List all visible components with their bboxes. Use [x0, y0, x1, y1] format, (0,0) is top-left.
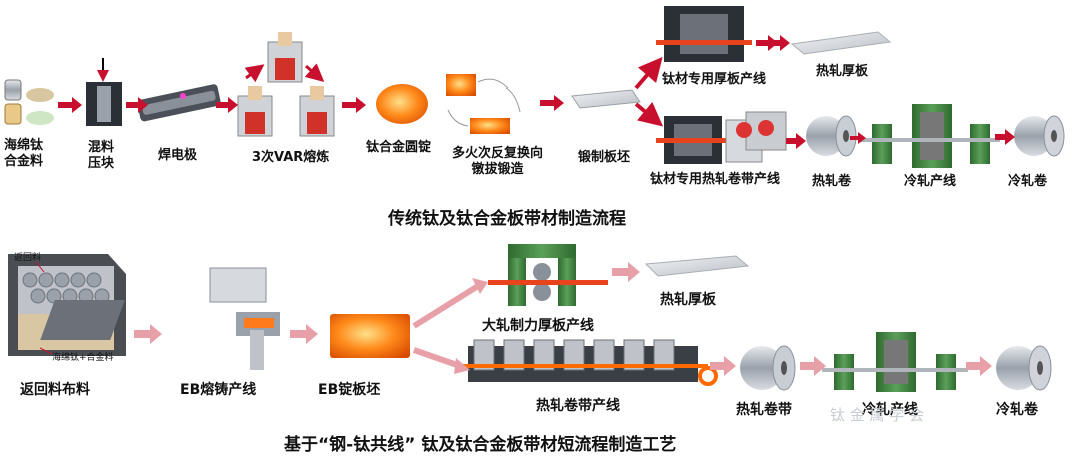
- strip-mill-line-icon: [462, 339, 718, 386]
- branch-arrow-down-bottom: [413, 347, 461, 369]
- weld-electrode-icon: [137, 84, 221, 122]
- label-bottom-plate: 热轧厚板: [660, 292, 716, 308]
- watermark: 钛 金 属 学 会: [830, 406, 925, 424]
- label-hot-strip: 热轧卷带: [736, 402, 792, 418]
- label-ingot: 钛合金圆锭: [366, 140, 432, 155]
- label-scrap-tag: 返回料: [14, 253, 42, 263]
- label-eb-slab: EB锭板坯: [318, 382, 381, 398]
- label-strip-mill-line: 热轧卷带产线: [536, 398, 620, 414]
- label-press: 混料 压块: [88, 140, 115, 171]
- var-furnace-icon: [237, 32, 335, 137]
- forged-slab-icon: [571, 89, 641, 109]
- label-var: 3次VAR熔炼: [252, 150, 330, 165]
- branch-arrow-up-bottom: [412, 283, 480, 329]
- label-plate: 热轧厚板: [816, 64, 869, 79]
- branch-arrow-up: [634, 56, 663, 90]
- hot-plate-icon: [790, 31, 892, 55]
- top-title: 传统钛及钛合金板带材制造流程: [388, 209, 626, 229]
- round-ingot-icon: [376, 84, 428, 124]
- label-slab: 锻制板坯: [578, 150, 631, 165]
- label-cold-coil: 冷轧卷: [1008, 174, 1048, 189]
- label-eb-line: EB熔铸产线: [180, 382, 257, 398]
- sponge-barrels-icon: [4, 79, 54, 125]
- label-hot-coil: 热轧卷: [812, 174, 852, 189]
- plate-mill-icon: [656, 6, 752, 62]
- bottom-flow-arrows: [134, 262, 992, 376]
- label-sponge-tag: 海绵钛+合金料: [52, 353, 114, 363]
- label-cold-line: 冷轧产线: [904, 174, 957, 189]
- label-strip-line: 钛材专用热轧卷带产线: [650, 172, 781, 187]
- label-sponge: 海绵钛 合金料: [4, 138, 44, 169]
- eb-furnace-icon: [40, 267, 280, 370]
- bottom-cold-mill-icon: [822, 332, 968, 392]
- label-plate-line: 钛材专用厚板产线: [662, 72, 767, 87]
- hot-strip-coil-icon: [740, 345, 796, 391]
- label-scrap: 返回料布料: [20, 382, 90, 398]
- bottom-hot-plate-icon: [644, 255, 750, 277]
- label-forge: 多火次反复换向 镦拔锻造: [452, 146, 544, 177]
- bottom-cold-coil-icon: [996, 345, 1052, 391]
- heavy-plate-mill-icon: [488, 244, 608, 306]
- strip-mill-icon: [656, 111, 787, 164]
- label-weld: 焊电极: [158, 148, 198, 163]
- label-bottom-cold-line: 冷轧产线: [862, 402, 918, 418]
- bottom-title: 基于“钢-钛共线” 钛及钛合金板带材短流程制造工艺: [284, 435, 677, 455]
- cold-mill-icon: [860, 104, 1000, 168]
- cold-coil-icon: [1014, 115, 1065, 157]
- label-mill: 大轧制力厚板产线: [482, 318, 594, 334]
- hot-coil-icon: [806, 115, 857, 157]
- top-flow-arrows: [58, 35, 1015, 149]
- label-bottom-cold-coil: 冷轧卷: [996, 402, 1038, 418]
- forging-icon: [446, 74, 521, 134]
- press-icon: [86, 58, 122, 126]
- eb-slab-icon: [330, 314, 410, 358]
- branch-arrow-down: [634, 101, 664, 127]
